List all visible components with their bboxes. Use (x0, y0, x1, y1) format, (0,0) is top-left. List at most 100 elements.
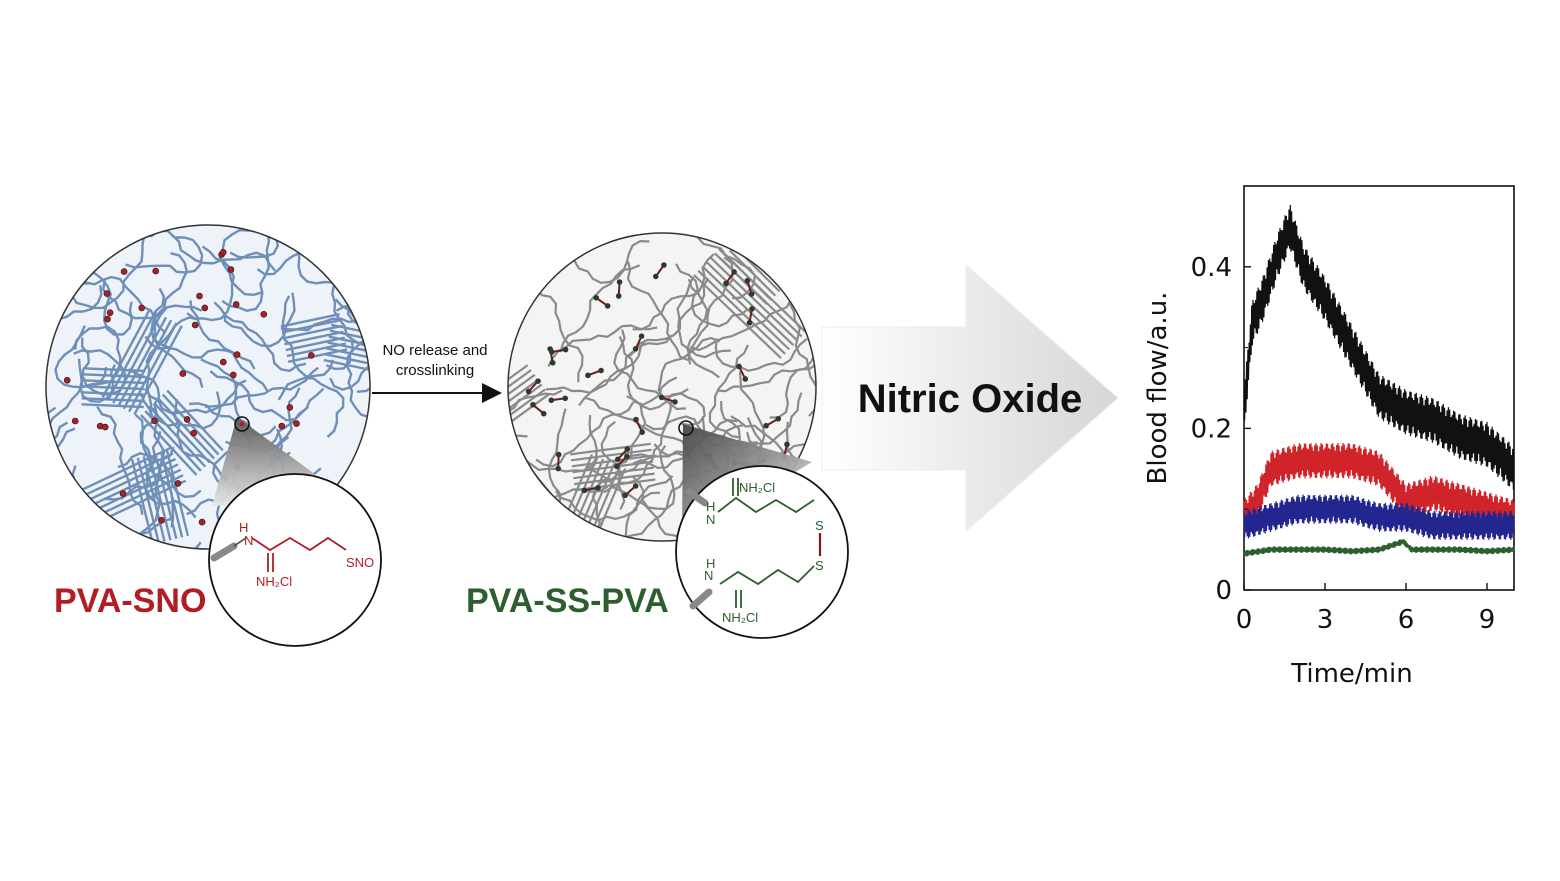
disulfide-bond (658, 394, 678, 405)
polymer-chain (82, 367, 146, 373)
sno-dot (101, 423, 109, 431)
polymer-chain (106, 311, 157, 401)
series-line (1243, 539, 1515, 557)
polymer-chain (508, 283, 513, 343)
polymer-chain (508, 369, 532, 432)
polymer-chain (0, 220, 75, 224)
polymer-chain (334, 298, 370, 357)
sno-dot (198, 518, 206, 526)
polymer-chain (519, 501, 564, 541)
polymer-chain (125, 236, 204, 274)
polymer-chain (701, 265, 791, 351)
chem-h-label: H (239, 520, 248, 535)
polymer-chain (508, 389, 563, 419)
disulfide-bond (593, 294, 611, 309)
chem-s-bottom-label: S (815, 558, 824, 573)
disulfide-bond (763, 415, 782, 429)
polymer-chain (549, 526, 626, 541)
polymer-chain (324, 353, 370, 369)
nitric-oxide-arrow: Nitric Oxide (821, 263, 1119, 533)
polymer-chain (81, 391, 145, 397)
polymer-chain (46, 237, 90, 266)
process-arrow: NO release and crosslinking (372, 342, 502, 403)
polymer-chain (627, 277, 710, 359)
polymer-chain (327, 341, 370, 357)
polymer-chain (729, 249, 777, 297)
sno-dot (201, 304, 209, 312)
polymer-chain (532, 278, 584, 383)
polymer-chain (676, 276, 731, 359)
sno-dot (220, 249, 227, 256)
polymer-chain (657, 336, 720, 411)
polymer-chain (508, 388, 546, 451)
polymer-chain (585, 396, 689, 458)
polymer-chain (221, 225, 275, 312)
polymer-chain (54, 325, 108, 389)
disulfide-bond (736, 363, 749, 382)
polymer-chain (697, 269, 786, 355)
polymer-chain (571, 239, 650, 284)
polymer-chain (79, 337, 116, 404)
chem-n-top-label: N (706, 512, 715, 527)
chem-h-top-label: H (706, 499, 715, 514)
polymer-chain (133, 325, 183, 416)
series-line (1243, 494, 1515, 540)
polymer-chain (545, 339, 647, 394)
polymer-chain (524, 497, 569, 541)
polymer-chain (508, 378, 539, 441)
polymer-chain (159, 451, 184, 538)
sno-dot (183, 416, 191, 423)
nitric-oxide-label: Nitric Oxide (858, 377, 1083, 421)
polymer-chain (128, 322, 178, 413)
polymer-chain (558, 458, 605, 541)
magnifier-right: H N NH₂Cl S S H N NH₂Cl (675, 420, 849, 639)
polymer-chain (209, 370, 310, 422)
series-group (1243, 204, 1515, 557)
sno-dot (158, 516, 165, 524)
polymer-chain (508, 527, 547, 541)
x-tick-label: 0 (1236, 605, 1253, 635)
polymer-chain (157, 397, 215, 460)
sno-dot (233, 351, 241, 358)
disulfide-bond (633, 416, 646, 435)
disulfide-bond (723, 269, 737, 287)
disulfide-bond (614, 446, 631, 463)
polymer-chain (285, 336, 345, 352)
series-line (1243, 442, 1515, 535)
polymer-chain (708, 344, 749, 439)
polymer-chain (508, 383, 543, 446)
polymer-chain (186, 245, 235, 322)
polymer-chain (709, 256, 799, 342)
polymer-chain (569, 463, 616, 541)
polymer-chain (586, 463, 684, 539)
disulfide-bond (548, 346, 569, 355)
polymer-chain (139, 391, 222, 430)
polymer-chain (328, 335, 370, 352)
sno-dot (103, 290, 111, 297)
polymer-chain (140, 414, 198, 476)
polymer-chain (277, 376, 345, 438)
sno-dot (119, 490, 127, 497)
sno-dot (106, 309, 114, 317)
polymer-chain (508, 373, 536, 437)
disulfide-bond (746, 306, 755, 326)
polymer-chain (613, 329, 689, 399)
polymer-chain (714, 252, 803, 338)
polymer-chain (165, 450, 190, 537)
polymer-chain (626, 260, 689, 362)
polymer-chain (101, 280, 203, 320)
polymer-chain (280, 313, 340, 328)
polymer-chain (0, 214, 74, 218)
polymer-chain (280, 317, 370, 357)
polymer-chain (46, 225, 75, 231)
polymer-chain (218, 225, 263, 297)
polymer-chain (148, 406, 207, 468)
polymer-chain (122, 319, 173, 410)
plot-frame (1243, 185, 1515, 591)
polymer-chain (557, 535, 665, 541)
polymer-chain (142, 456, 166, 542)
polymer-chain (693, 274, 782, 359)
polymer-chain (510, 508, 554, 541)
